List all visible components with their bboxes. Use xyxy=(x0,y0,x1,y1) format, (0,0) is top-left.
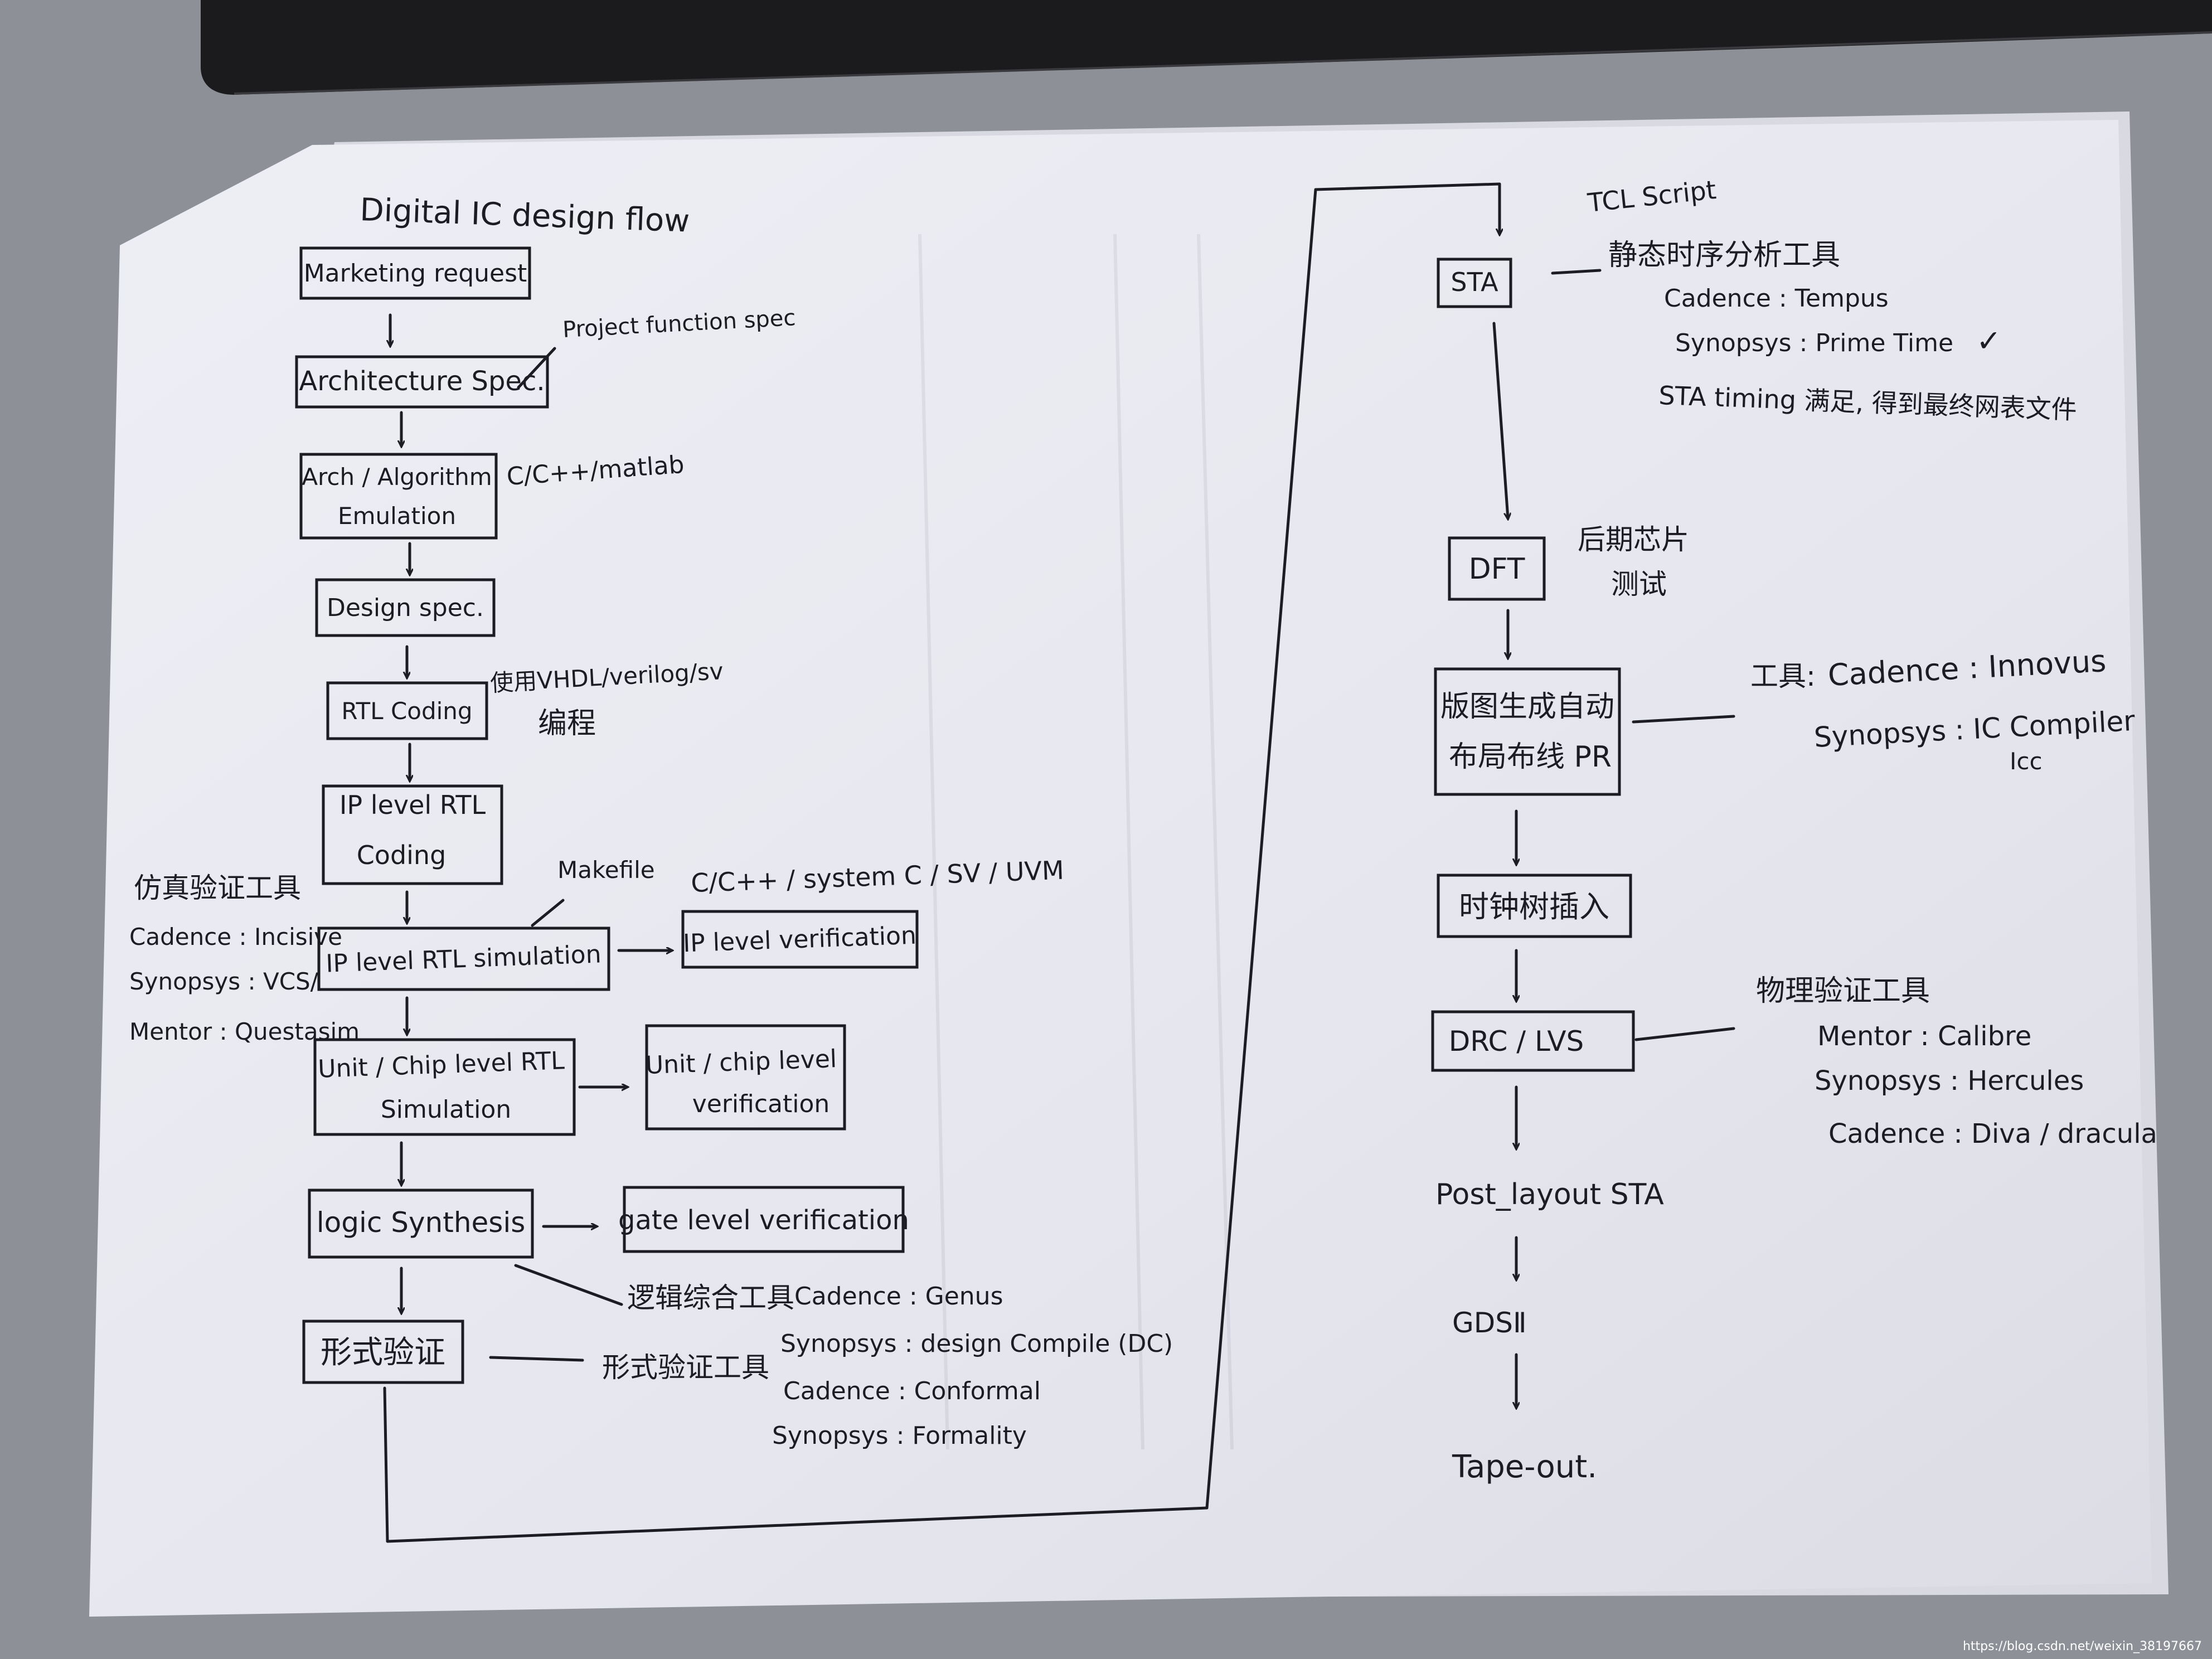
ip-rtl-coding-box xyxy=(322,784,503,885)
watermark: https://blog.csdn.net/weixin_38197667 xyxy=(1963,1639,2202,1653)
logic-synth-label: logic Synthesis xyxy=(317,1206,526,1239)
design-spec-label: Design spec. xyxy=(327,594,484,622)
unit-sim-label-2: Simulation xyxy=(381,1095,511,1124)
unit-verif-label: Unit / chip level xyxy=(645,1045,837,1080)
laptop-edge xyxy=(201,0,2212,95)
sta-cadence: Cadence : Tempus xyxy=(1664,284,1889,313)
synth-cadence: Cadence : Genus xyxy=(794,1282,1003,1311)
dft-label: DFT xyxy=(1469,552,1525,586)
emulation-label: Emulation xyxy=(338,502,456,530)
cts-box xyxy=(1437,874,1632,938)
marketing-request-label: Marketing request xyxy=(304,259,527,288)
arch-algorithm-box xyxy=(299,453,498,540)
ip-rtl-coding-label: IP level RTL xyxy=(339,790,486,820)
ip-rtl-coding-label-2: Coding xyxy=(357,840,447,870)
marketing-request-box xyxy=(299,246,531,300)
ip-verif-box xyxy=(681,910,919,969)
unit-sim-box xyxy=(313,1038,576,1136)
synth-tools-title: 逻辑综合工具 xyxy=(627,1282,794,1314)
sim-tool-cadence: Cadence : Incisive xyxy=(129,923,342,950)
sta-label: STA xyxy=(1451,267,1498,297)
design-spec-box xyxy=(315,578,496,637)
unit-verif-label-2: verification xyxy=(692,1090,830,1118)
dft-note: 后期芯片 xyxy=(1578,523,1689,556)
left-flow-arrows xyxy=(383,182,1500,1543)
pr-tools-label: 工具: xyxy=(1750,660,1816,692)
paper-sheet xyxy=(89,120,2152,1617)
ip-sim-box xyxy=(317,926,610,991)
arch-algorithm-label: Arch / Algorithm xyxy=(302,463,492,491)
sta-box xyxy=(1437,258,1512,308)
gate-verif-box xyxy=(623,1186,905,1253)
pv-mentor: Mentor : Calibre xyxy=(1817,1021,2031,1052)
sim-tool-synopsys: Synopsys : VCS/ xyxy=(129,968,319,995)
rtl-coding-box xyxy=(326,681,488,740)
rtl-lang-note-2: 编程 xyxy=(538,707,596,740)
formal-tools-title: 形式验证工具 xyxy=(602,1351,769,1384)
sim-tools-title: 仿真验证工具 xyxy=(134,872,301,904)
formal-synopsys: Synopsys : Formality xyxy=(772,1422,1027,1450)
sta-tools-title: 静态时序分析工具 xyxy=(1608,239,1840,272)
cts-label: 时钟树插入 xyxy=(1459,889,1609,924)
pr-label: 版图生成自动 xyxy=(1440,690,1614,724)
rtl-coding-label: RTL Coding xyxy=(341,697,472,725)
pr-label-2: 布局布线 PR xyxy=(1449,740,1612,774)
pr-box xyxy=(1434,667,1621,796)
architecture-spec-box xyxy=(295,355,549,409)
synth-synopsys: Synopsys : design Compile (DC) xyxy=(780,1330,1173,1358)
dft-box xyxy=(1448,536,1546,601)
formal-box xyxy=(302,1320,464,1384)
sta-check-mark: ✓ xyxy=(1976,323,2001,358)
pr-icc: Icc xyxy=(2010,748,2043,775)
pv-synopsys: Synopsys : Hercules xyxy=(1815,1065,2084,1097)
dft-note-2: 测试 xyxy=(1611,568,1667,600)
right-flow-arrows xyxy=(1492,269,1735,1408)
drc-lvs-box xyxy=(1431,1010,1635,1072)
architecture-spec-label: Architecture Spec. xyxy=(299,366,545,397)
formal-label: 形式验证 xyxy=(321,1335,445,1371)
gate-verif-label: gate level verification xyxy=(618,1205,909,1236)
pv-cadence: Cadence : Diva / dracula xyxy=(1828,1118,2157,1149)
tapeout-label: Tape-out. xyxy=(1452,1449,1597,1485)
makefile-note: Makefile xyxy=(557,856,655,884)
pv-tools-title: 物理验证工具 xyxy=(1756,974,1930,1008)
drc-lvs-label: DRC / LVS xyxy=(1449,1025,1584,1058)
formal-cadence: Cadence : Conformal xyxy=(783,1377,1041,1405)
post-layout-sta-label: Post_layout STA xyxy=(1435,1178,1664,1211)
unit-verif-box xyxy=(645,1024,846,1131)
logic-synth-box xyxy=(308,1189,534,1259)
sim-tool-mentor: Mentor : Questasim xyxy=(129,1018,360,1045)
gds-label: GDSⅡ xyxy=(1452,1307,1527,1339)
sta-synopsys: Synopsys : Prime Time xyxy=(1675,329,1953,357)
